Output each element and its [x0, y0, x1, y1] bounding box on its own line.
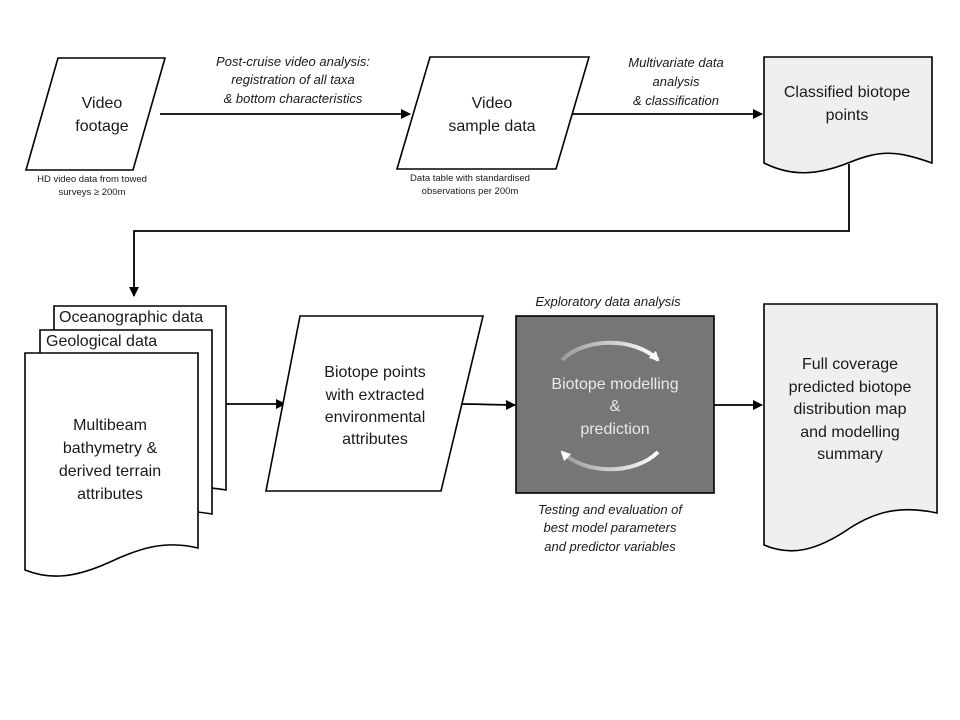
arrow-classified-to-inputs: [129, 164, 850, 297]
full-coverage-shape: [763, 303, 938, 552]
video-sample-node: Video sample data: [395, 56, 591, 170]
testing-label-2: best model parameters: [544, 520, 677, 535]
multibeam-doc-shape: [24, 352, 199, 577]
multivariate-label-1: Multivariate data: [628, 55, 723, 70]
cycle-arrow-top: [560, 340, 660, 362]
testing-label-3: and predictor variables: [544, 539, 676, 554]
input-data-stack: Oceanographic data Geological data Multi…: [24, 305, 227, 577]
biotope-points-label-3: environmental: [325, 409, 426, 426]
video-sample-label-1: Video: [472, 95, 513, 112]
video-sample-label-2: sample data: [448, 118, 535, 135]
multivariate-label-3: & classification: [633, 93, 719, 108]
modelling-node: Biotope modelling & prediction: [515, 315, 715, 494]
full-coverage-label-3: distribution map: [794, 401, 907, 418]
classified-biotope-shape: [763, 56, 933, 174]
geological-label: Geological data: [46, 333, 157, 350]
cycle-arrow-bottom: [560, 450, 660, 472]
data-table-note-1: Data table with standardised: [410, 173, 530, 184]
exploratory-label: Exploratory data analysis: [535, 294, 681, 309]
full-coverage-node: Full coverage predicted biotope distribu…: [763, 303, 938, 552]
data-table-note-2: observations per 200m: [422, 186, 519, 197]
full-coverage-label-1: Full coverage: [802, 356, 898, 373]
post-cruise-label-2: registration of all taxa: [231, 72, 355, 87]
biotope-points-label-2: with extracted: [325, 387, 425, 404]
arrow-points-to-modelling: [461, 399, 516, 410]
biotope-points-shape: [265, 315, 485, 492]
full-coverage-label-4: and modelling: [800, 424, 900, 441]
classified-biotope-label-1: Classified biotope: [784, 84, 910, 101]
multibeam-label-1: Multibeam: [73, 417, 147, 434]
modelling-label-3: prediction: [580, 421, 649, 438]
full-coverage-label-5: summary: [817, 446, 883, 463]
modelling-box: [515, 315, 715, 494]
multibeam-label-3: derived terrain: [59, 463, 161, 480]
testing-label-1: Testing and evaluation of: [538, 502, 683, 517]
video-footage-shape: [24, 57, 167, 171]
biotope-points-label-1: Biotope points: [324, 364, 425, 381]
video-footage-label-1: Video: [82, 95, 123, 112]
classified-biotope-label-2: points: [826, 107, 869, 124]
multivariate-label-2: analysis: [653, 74, 700, 89]
video-footage-label-2: footage: [75, 118, 128, 135]
hd-video-note-1: HD video data from towed: [37, 174, 147, 185]
oceanographic-label: Oceanographic data: [59, 309, 203, 326]
biotope-points-node: Biotope points with extracted environmen…: [265, 315, 485, 492]
classified-biotope-node: Classified biotope points: [763, 56, 933, 174]
biotope-points-label-4: attributes: [342, 431, 408, 448]
post-cruise-label-1: Post-cruise video analysis:: [216, 54, 370, 69]
post-cruise-label-3: & bottom characteristics: [224, 91, 363, 106]
video-sample-shape: [395, 56, 591, 170]
modelling-label-1: Biotope modelling: [551, 376, 678, 393]
video-footage-node: Video footage: [24, 57, 167, 171]
hd-video-note-2: surveys ≥ 200m: [59, 187, 126, 198]
full-coverage-label-2: predicted biotope: [789, 379, 912, 396]
modelling-label-2: &: [610, 398, 621, 415]
multibeam-label-4: attributes: [77, 486, 143, 503]
multibeam-label-2: bathymetry &: [63, 440, 158, 457]
